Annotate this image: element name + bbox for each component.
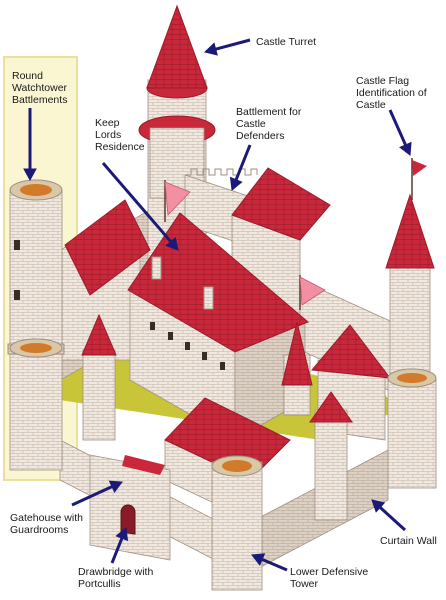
right-building-roof [231,167,331,241]
battlement-arrow-shaft [234,144,252,181]
right-small-building-roof [311,324,392,379]
drawbridge-arrow-head [115,527,129,542]
keep-arrow-head [165,236,179,251]
keep-flag [164,181,191,216]
flag-arrow-shaft [388,109,407,146]
drawbridge-door [120,504,136,535]
left-small-tower-roof [81,313,117,356]
turret-arrow-shaft [215,38,251,51]
label-gatehouse: Gatehouse with Guardrooms [10,512,83,536]
gatehouse-arrow-head [108,480,123,494]
castle-turret-roof [146,4,208,89]
label-keep: Keep Lords Residence [95,117,145,153]
label-battlement: Battlement for Castle Defenders [236,106,302,142]
courtyard-flag [299,276,326,306]
turret-arrow-head [203,42,218,56]
front-right-tower-roof [309,391,353,423]
round-watchtower [7,179,65,471]
label-lower-tower: Lower Defensive Tower [290,566,369,590]
label-castle-flag: Castle Flag Identification of Castle [356,75,427,111]
battlement-arrow-head [229,176,243,191]
label-castle-turret: Castle Turret [256,36,317,48]
label-round-watchtower: Round Watchtower Battlements [12,70,68,106]
watchtower-arrow-head [23,168,37,182]
flag-arrow-head [399,141,412,156]
label-curtain-wall: Curtain Wall [380,535,437,547]
castle-flag [412,160,427,176]
label-drawbridge: Drawbridge with Portcullis [78,566,154,590]
keep-windows [150,322,225,370]
right-tower-roof [385,193,435,269]
lower-tower-arrow-head [251,553,266,566]
left-building-roof [64,199,151,296]
curtain-wall-arrow-head [371,499,386,513]
drawbridge-arrow-shaft [110,537,124,564]
right-round-tower [387,377,437,489]
courtyard-tower-roof [281,321,313,386]
curtain-wall-arrow-shaft [379,506,407,532]
lower-defensive-tower [211,455,263,591]
gatehouse-arrow-shaft [71,485,113,507]
lower-tower-arrow-shaft [261,557,288,572]
keep-arrow-shaft [101,162,172,243]
